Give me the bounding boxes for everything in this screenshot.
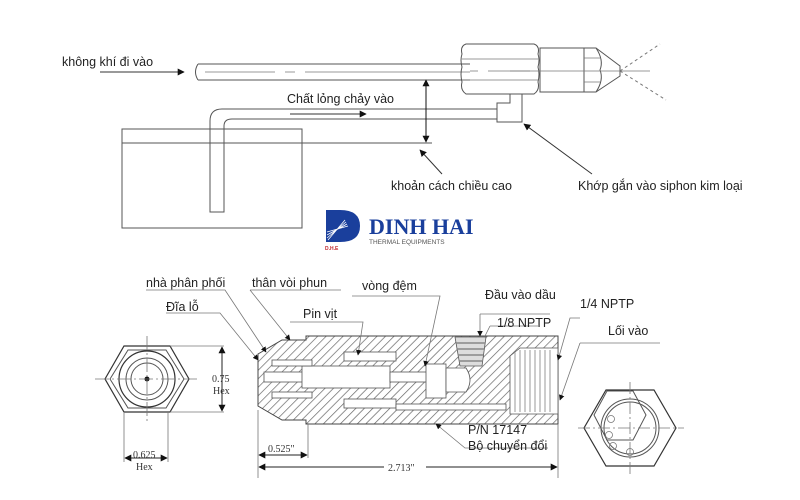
dhe-mark-icon: D.H.E [325,210,360,252]
liquid-tank [121,128,432,229]
svg-text:0.625: 0.625 [133,450,156,461]
eighth-npt-thread [454,336,487,367]
air-in-label: không khí đi vào [62,55,153,69]
part-leaders [146,289,660,449]
brand-name: DINH HAI [369,214,474,239]
nozzle-cross-section [257,335,559,425]
distributor-label: nhà phân phối [146,276,225,290]
gasket-label: vòng đệm [362,279,417,293]
siphon-fitting [496,94,523,123]
liquid-in-label: Chất lỏng chảy vào [287,92,394,106]
height-leader-arrow [419,149,443,175]
adapter-label: Bộ chuyển đổi [468,439,547,453]
svg-text:Hex: Hex [213,386,230,397]
oil-inlet-label: Đầu vào dầu [485,288,556,302]
part-number-label: P/N 17147 [468,423,527,437]
svg-text:0.75: 0.75 [212,374,230,385]
svg-text:Hex: Hex [136,462,153,473]
hex-end-view-right [578,382,684,476]
brand-tagline: THERMAL EQUIPMENTS [369,239,445,246]
siphon-fitting-label: Khớp gắn vào siphon kim loại [578,178,743,193]
eighth-npt-label: 1/8 NPTP [497,316,551,330]
quarter-npt-thread [509,347,559,415]
siphon-setup-diagram: không khí đi vào Chất lỏng chảy vào khoả… [62,43,743,229]
nozzle-section-diagram: 0.75 Hex 0.625 Hex [95,276,684,478]
fitting-leader-arrow [523,123,593,175]
nozzle-body-label: thân vòi phun [252,276,327,290]
dinh-hai-logo: D.H.E DINH HAI THERMAL EQUIPMENTS [325,210,474,252]
quarter-npt-label: 1/4 NPTP [580,297,634,311]
air-pipe [195,63,470,81]
total-length-label: 2.713" [388,463,415,474]
pin-label: Pin vịt [303,307,338,321]
hex-end-view-left: 0.75 Hex 0.625 Hex [95,336,230,473]
nozzle-hex-nut [460,43,667,101]
height-distance-label: khoản cách chiều cao [391,179,512,193]
orifice-disc-label: Đĩa lỗ [166,299,199,314]
liquid-tube [209,108,497,213]
inlet-label: Lối vào [608,324,648,338]
svg-text:D.H.E: D.H.E [325,246,339,252]
tip-length-label: 0.525" [268,444,295,455]
